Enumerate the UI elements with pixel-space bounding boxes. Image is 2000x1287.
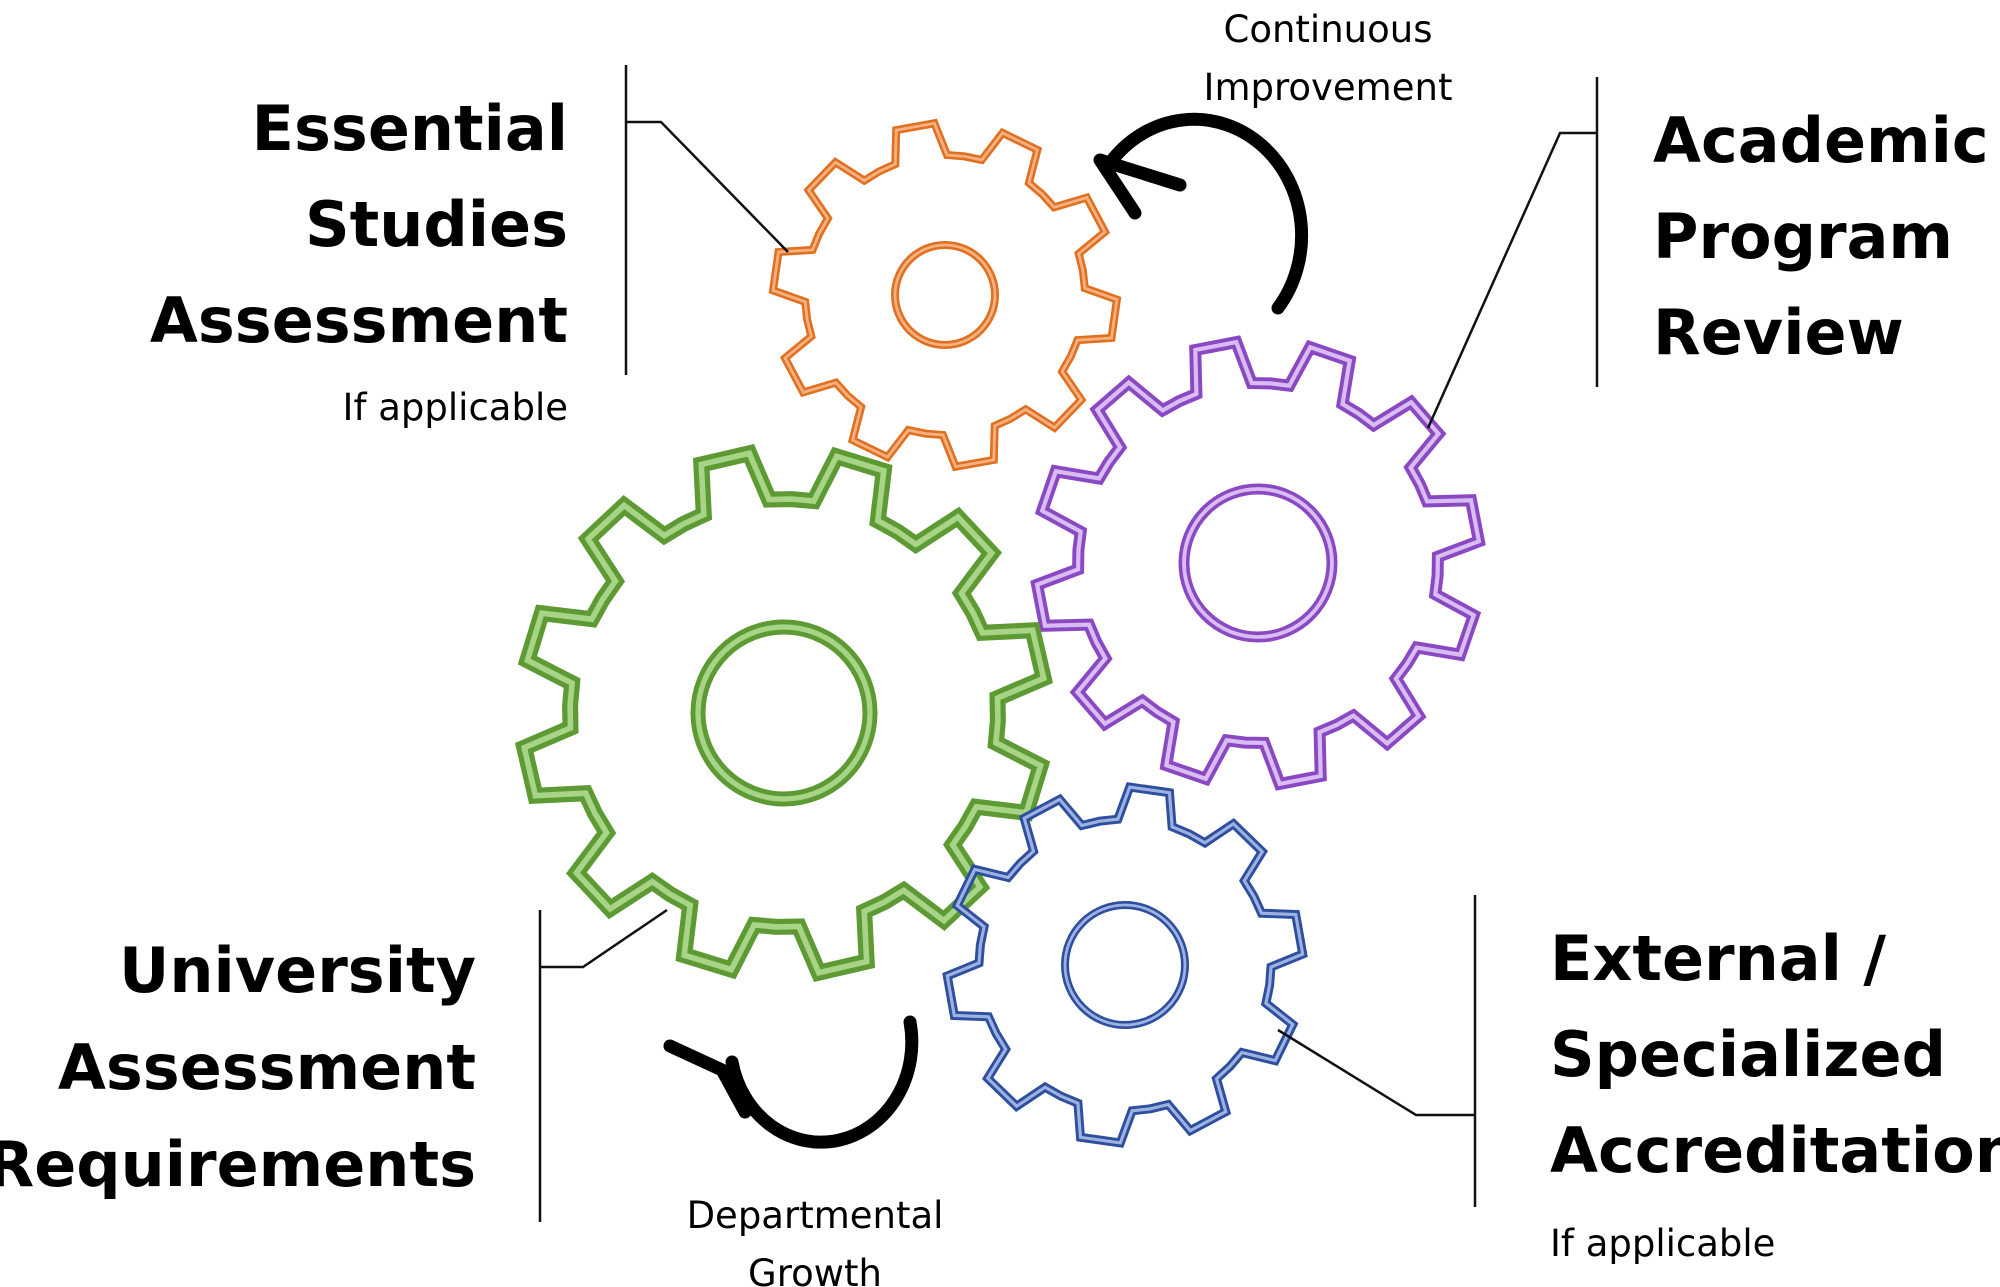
external-note: If applicable: [1550, 1222, 1775, 1265]
departmental-label-line-1: Departmental: [687, 1194, 944, 1237]
essential-note: If applicable: [343, 386, 568, 429]
university-connector: [538, 908, 668, 1222]
university-line-1: University: [119, 934, 476, 1007]
purple-gear-outline-highlight: [1034, 339, 1482, 787]
academic-line-2: Program: [1653, 200, 1953, 273]
academic-line-1: Academic: [1653, 104, 1989, 177]
academic-program-gear: [1030, 335, 1486, 791]
university-line-2: Assessment: [58, 1031, 476, 1104]
university-assessment-gear: [514, 443, 1054, 983]
academic-line-3: Review: [1653, 296, 1904, 369]
external-line-1: External /: [1550, 922, 1886, 995]
essential-line-2: Studies: [305, 188, 568, 261]
purple-gear-hub-highlight: [1182, 487, 1334, 639]
essential-studies-label: Essential Studies Assessment If applicab…: [150, 92, 568, 429]
orange-gear-outline-highlight: [771, 121, 1119, 469]
essential-line-1: Essential: [252, 92, 568, 165]
blue-gear-outline-highlight: [945, 785, 1305, 1145]
academic-program-label: Academic Program Review: [1653, 104, 1989, 369]
continuous-improvement-arrow-icon: [1093, 112, 1309, 315]
departmental-label-line-2: Growth: [748, 1252, 882, 1287]
green-gear-hub-highlight: [695, 624, 873, 802]
external-line-3: Accreditation: [1550, 1114, 2000, 1187]
external-line-2: Specialized: [1550, 1018, 1946, 1091]
university-assessment-label: University Assessment Requirements: [0, 934, 476, 1201]
orange-gear-hub-highlight: [893, 243, 997, 347]
essential-line-3: Assessment: [150, 284, 568, 357]
continuous-label-line-1: Continuous: [1224, 8, 1433, 51]
university-line-3: Requirements: [0, 1128, 476, 1201]
purple-gear-outline: [1030, 335, 1486, 791]
continuous-label-line-2: Improvement: [1204, 66, 1453, 109]
essential-connector: [624, 65, 789, 375]
departmental-growth-arrow-icon: [663, 1015, 919, 1149]
blue-gear-hub-highlight: [1063, 903, 1187, 1027]
academic-connector: [1426, 77, 1599, 429]
external-connector: [1277, 895, 1477, 1207]
green-gear-outline-highlight: [521, 450, 1047, 976]
essential-studies-gear: [768, 118, 1122, 472]
external-accreditation-gear: [942, 782, 1308, 1148]
external-accreditation-label: External / Specialized Accreditation If …: [1550, 922, 2000, 1265]
